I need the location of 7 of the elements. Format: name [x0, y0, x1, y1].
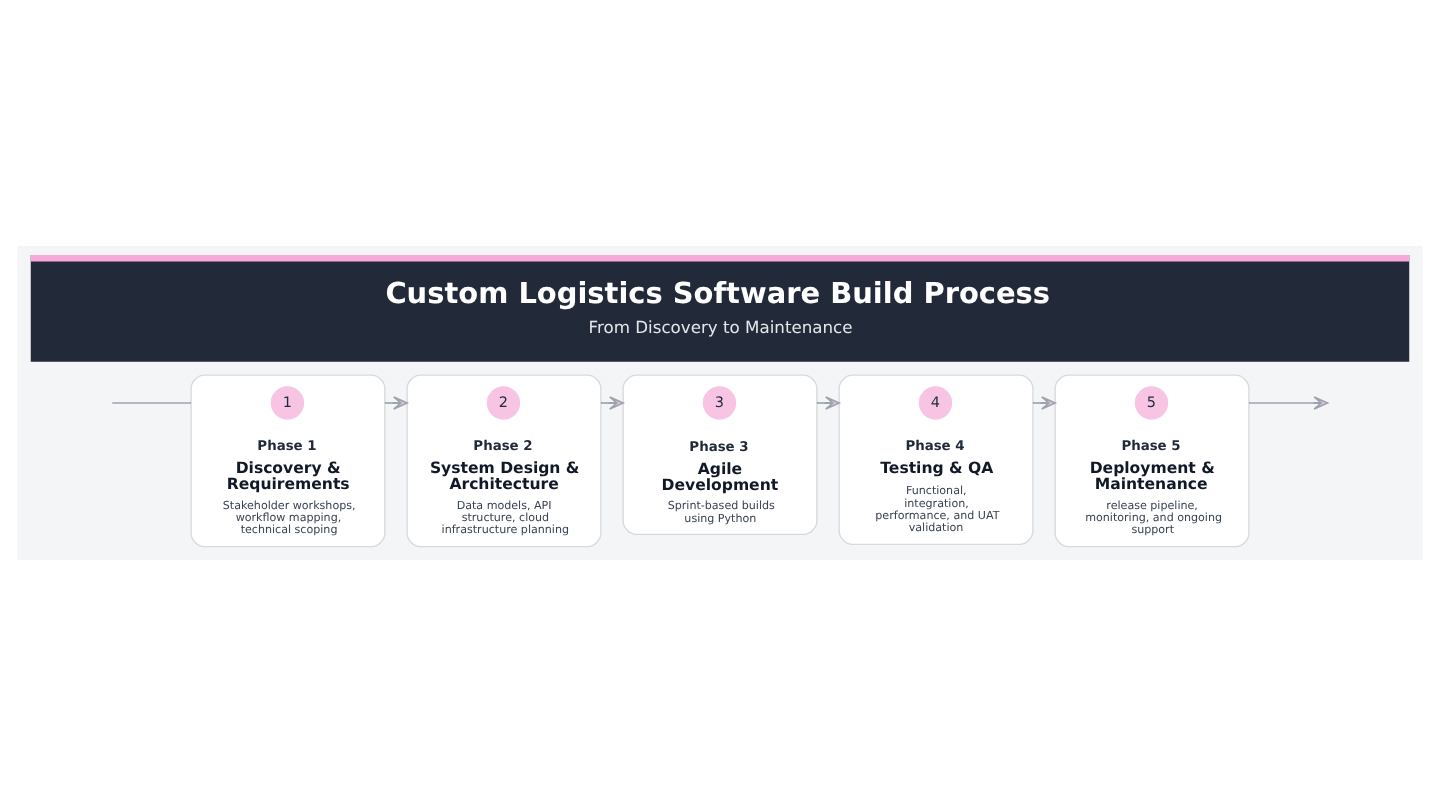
arrow [384, 395, 408, 409]
arrow [1032, 395, 1056, 409]
arrow [816, 395, 840, 409]
arrow [600, 395, 624, 409]
connector [111, 401, 192, 403]
caption: From Discovery to Maintenance [588, 315, 853, 336]
diagram-title: Custom Logistics Software Build Process [385, 277, 1051, 310]
